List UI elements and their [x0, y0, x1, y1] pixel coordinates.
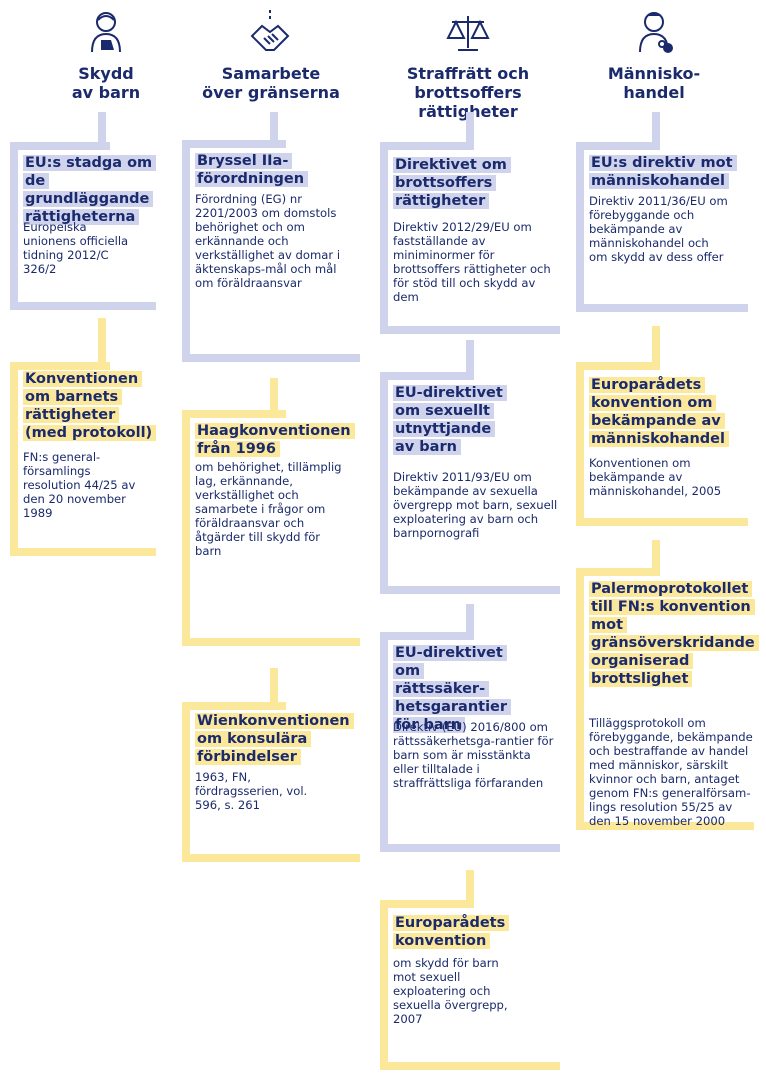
- card-description: Direktiv (EU) 2016/800 om rättssäkerhets…: [393, 720, 554, 790]
- card-description: Direktiv 2011/93/EU om bekämpande av sex…: [393, 470, 558, 540]
- connector: [270, 112, 278, 146]
- card-title: Direktivet om brottsoffers rättigheter: [393, 157, 511, 209]
- connector: [466, 870, 474, 908]
- card-title: Bryssel IIa-förordningen: [195, 153, 309, 187]
- connector: [652, 540, 660, 576]
- column-title: Människo- handel: [607, 64, 701, 102]
- connector: [270, 378, 278, 412]
- card-title: EU:s direktiv mot människohandel: [589, 155, 737, 189]
- connector: [466, 340, 474, 380]
- card-procedural-safeguards: EU-direktivet om rättssäker-hetsgarantie…: [380, 632, 562, 852]
- card-description: Förordning (EG) nr 2201/2003 om domstols…: [195, 192, 341, 290]
- child-icon: [91, 12, 121, 53]
- card-sexual-abuse: EU-direktivet om sexuellt utnyttjande av…: [380, 372, 562, 594]
- card-palermo: Palermoprotokollet till FN:s konvention …: [576, 568, 759, 830]
- card-description: Europeiska unionens officiella tidning 2…: [23, 220, 129, 276]
- connector: [270, 668, 278, 704]
- card-description: Konventionen om bekämpande av människoha…: [589, 456, 722, 498]
- card-description: FN:s general-församlings resolution 44/2…: [23, 450, 136, 520]
- card-crc: Konventionen om barnets rättigheter (med…: [10, 362, 158, 556]
- handshake-icon: [250, 10, 290, 51]
- card-hague: Haagkonventionen från 1996 om behörighet…: [182, 410, 362, 646]
- scales-icon: [446, 16, 490, 51]
- card-lanzarote: Europarådets konvention om skydd för bar…: [380, 900, 562, 1070]
- connector: [466, 604, 474, 640]
- connector: [652, 112, 660, 148]
- card-title: Haagkonventionen från 1996: [195, 423, 355, 457]
- card-coe-trafficking: Europarådets konvention om bekämpande av…: [576, 362, 752, 526]
- card-description: Tilläggsprotokoll om förebyggande, bekäm…: [589, 716, 753, 828]
- card-vienna: Wienkonventionen om konsulära förbindels…: [182, 702, 362, 862]
- card-title: EU:s stadga om de grundläggande rättighe…: [23, 155, 157, 225]
- column-title: Samarbete över gränserna: [202, 64, 340, 102]
- connector: [466, 112, 474, 148]
- connector: [98, 112, 106, 150]
- connector: [98, 318, 106, 362]
- card-title: EU-direktivet om sexuellt utnyttjande av…: [393, 385, 507, 455]
- chained-person-icon: [639, 12, 673, 53]
- column-title: Skydd av barn: [71, 64, 141, 102]
- card-description: Direktiv 2012/29/EU om fastställande av …: [393, 220, 551, 304]
- card-victims-rights: Direktivet om brottsoffers rättigheter D…: [380, 142, 562, 334]
- card-description: Direktiv 2011/36/EU om förebyggande och …: [589, 194, 728, 264]
- column-title: Straffrätt och brottsoffers rättigheter: [406, 64, 530, 121]
- card-brussels: Bryssel IIa-förordningen Förordning (EG)…: [182, 140, 362, 362]
- card-title: EU-direktivet om rättssäker-hetsgarantie…: [393, 645, 512, 733]
- card-description: 1963, FN, fördragsserien, vol. 596, s. 2…: [195, 770, 308, 812]
- card-title: Konventionen om barnets rättigheter (med…: [23, 371, 157, 441]
- card-description: om behörighet, tillämplig lag, erkännand…: [195, 460, 342, 558]
- card-eu-charter: EU:s stadga om de grundläggande rättighe…: [10, 142, 158, 310]
- card-eu-trafficking: EU:s direktiv mot människohandel Direkti…: [576, 142, 752, 312]
- card-description: om skydd för barn mot sexuell exploateri…: [393, 956, 508, 1026]
- card-title: Palermoprotokollet till FN:s konvention …: [589, 581, 759, 687]
- connector: [652, 326, 660, 370]
- card-title: Europarådets konvention om bekämpande av…: [589, 377, 729, 447]
- card-title: Wienkonventionen om konsulära förbindels…: [195, 713, 354, 765]
- card-title: Europarådets konvention: [393, 915, 510, 949]
